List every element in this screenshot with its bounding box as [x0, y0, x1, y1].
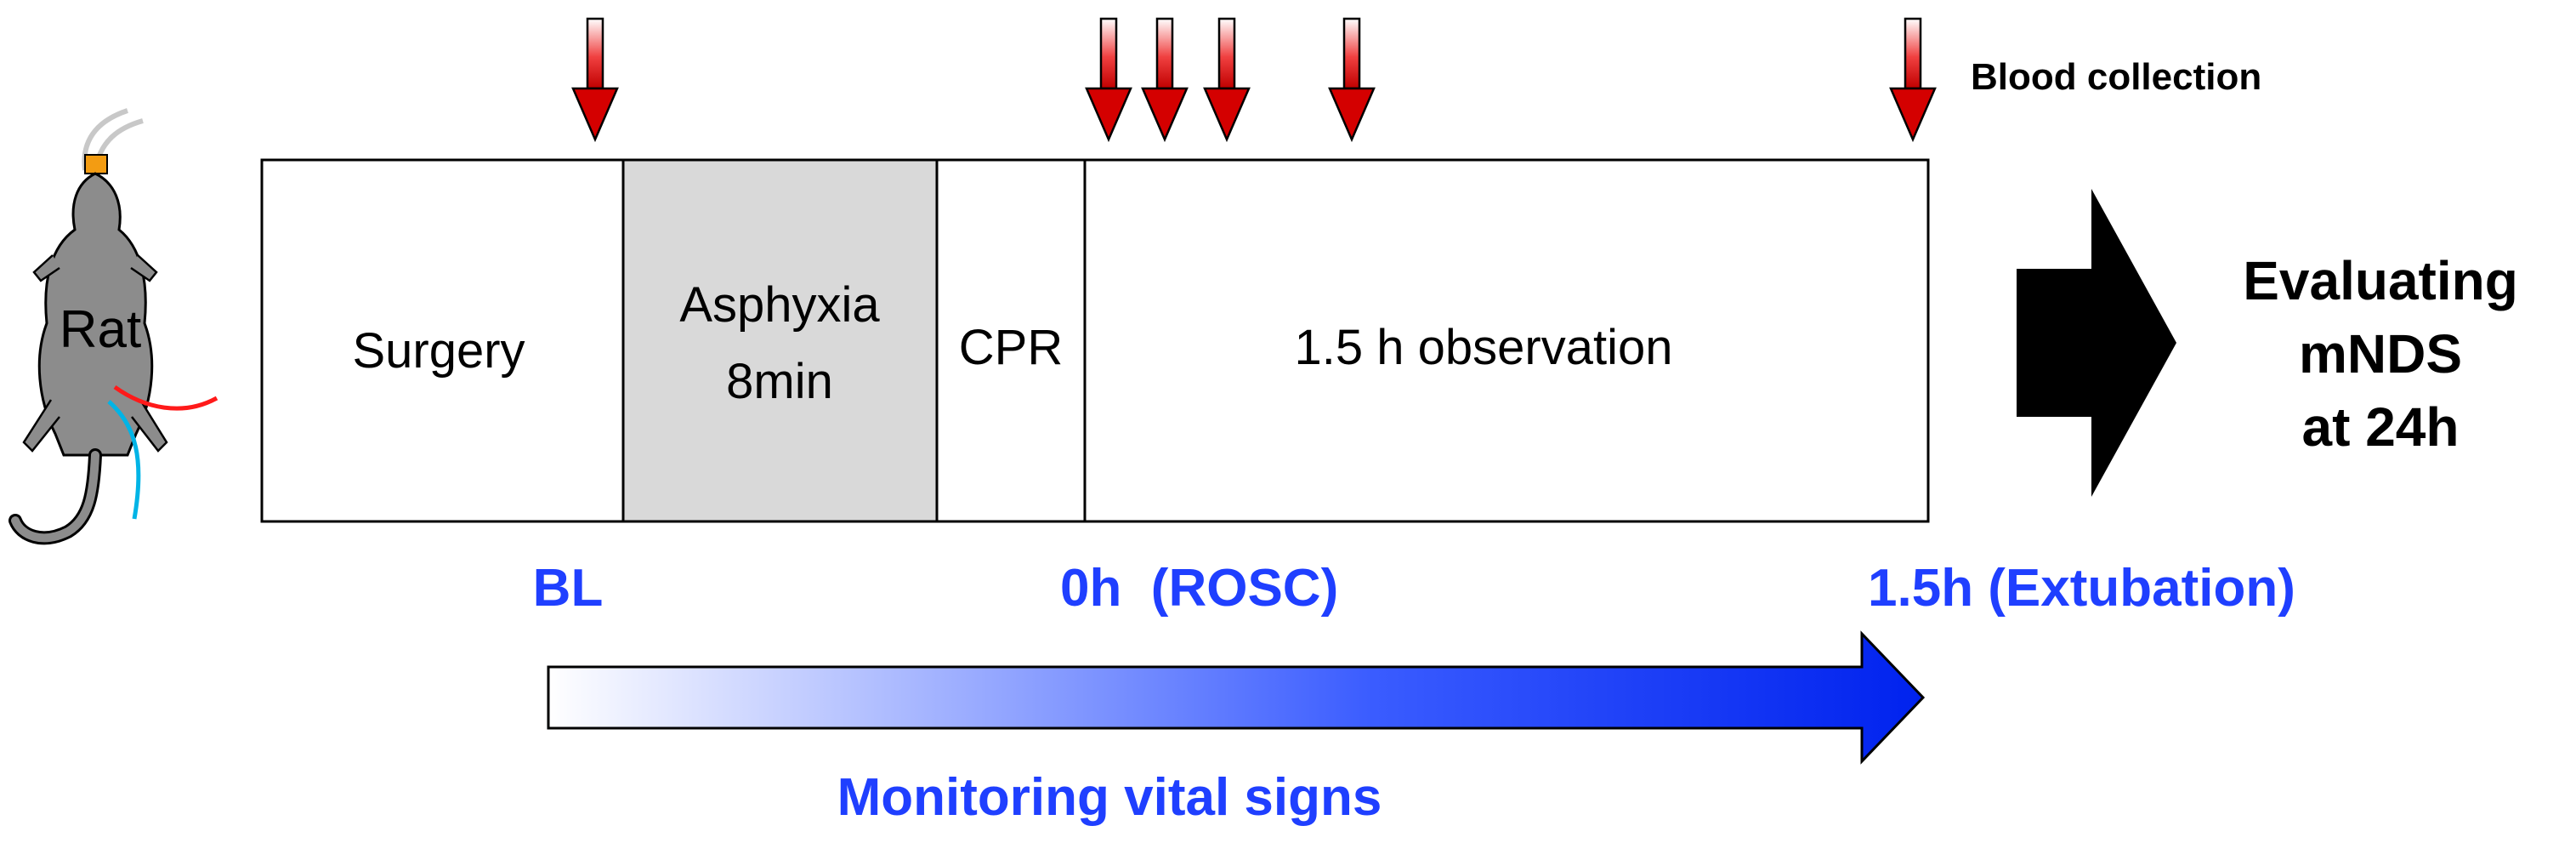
timepoint-extubation: 1.5h (Extubation): [1868, 559, 2295, 618]
phase-observation-label: 1.5 h observation: [1295, 320, 1673, 375]
blood-arrow-baseline: [571, 17, 619, 141]
phase-timeline: Surgery Asphyxia 8min CPR 1.5 h observat…: [260, 158, 1930, 523]
phase-observation: [1083, 158, 1930, 523]
blood-arrow-3: [1203, 17, 1251, 141]
phase-cpr-label: CPR: [959, 320, 1063, 375]
phase-asphyxia-label-line2: 8min: [726, 354, 833, 409]
monitoring-label: Monitoring vital signs: [837, 768, 1382, 827]
blood-arrow-rosc: [1085, 17, 1132, 141]
rat-label: Rat: [60, 300, 141, 359]
blood-collection-markers: [571, 17, 1937, 141]
evaluation-label-line2: mNDS: [2299, 323, 2462, 384]
phase-asphyxia-label-line1: Asphyxia: [679, 277, 880, 333]
evaluation-label-line1: Evaluating: [2243, 250, 2518, 311]
phase-surgery: [260, 158, 625, 523]
blood-collection-label: Blood collection: [1971, 56, 2261, 98]
evaluation-label-line3: at 24h: [2302, 396, 2460, 458]
phase-asphyxia: [621, 158, 939, 523]
blood-arrow-2: [1141, 17, 1189, 141]
blood-arrow-extubation: [1889, 17, 1937, 141]
evaluation-arrow: [2017, 189, 2176, 497]
rat-illustration: Rat: [9, 108, 218, 545]
phase-surgery-label: Surgery: [352, 323, 525, 379]
timepoint-baseline: BL: [533, 559, 604, 618]
phase-cpr: [935, 158, 1087, 523]
monitoring-arrow: [547, 630, 1926, 765]
blood-arrow-4: [1328, 17, 1376, 141]
timepoint-rosc: 0h (ROSC): [1060, 559, 1338, 618]
